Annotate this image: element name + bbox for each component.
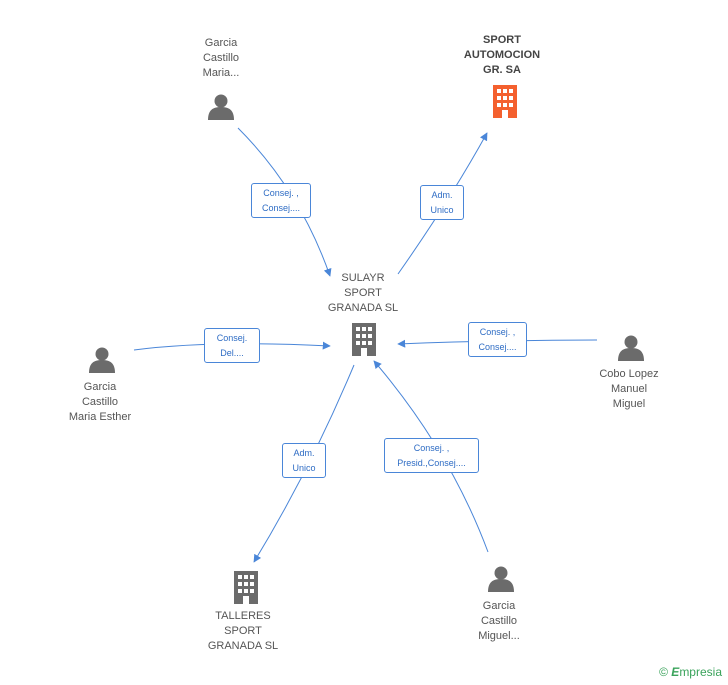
building-icon[interactable] — [493, 85, 517, 118]
node-label-garcia-miguel[interactable]: Garcia Castillo Miguel... — [478, 600, 520, 642]
edge-label-e4[interactable]: Consej. , Consej.... — [468, 322, 527, 357]
person-icon[interactable] — [488, 566, 514, 593]
copyright-symbol: © — [659, 665, 668, 679]
empresia-logo: © Empresia — [659, 665, 722, 679]
brand-initial: E — [671, 665, 680, 679]
building-icon[interactable] — [234, 571, 258, 604]
node-label-talleres[interactable]: TALLERES SPORT GRANADA SL — [207, 610, 279, 652]
node-label-garcia-maria[interactable]: Garcia Castillo Maria... — [202, 37, 240, 79]
node-label-garcia-maria-esther[interactable]: Garcia Castillo Maria Esther — [68, 381, 132, 423]
edge-label-e5[interactable]: Adm. Unico — [282, 443, 326, 478]
building-icon[interactable] — [352, 323, 376, 356]
node-label-cobo-lopez[interactable]: Cobo Lopez Manuel Miguel — [599, 368, 659, 410]
person-icon[interactable] — [208, 94, 234, 121]
person-icon[interactable] — [618, 335, 644, 362]
edge-label-e3[interactable]: Consej. Del.... — [204, 328, 260, 363]
node-label-sport-automocion[interactable]: SPORT AUTOMOCION GR. SA — [463, 34, 541, 76]
edge-label-e1[interactable]: Consej. , Consej.... — [251, 183, 311, 218]
edge-label-e2[interactable]: Adm. Unico — [420, 185, 464, 220]
brand-name: mpresia — [679, 665, 722, 679]
node-label-sulayr[interactable]: SULAYR SPORT GRANADA SL — [327, 272, 399, 314]
edge-label-e6[interactable]: Consej. , Presid.,Consej.... — [384, 438, 479, 473]
person-icon[interactable] — [89, 347, 115, 374]
